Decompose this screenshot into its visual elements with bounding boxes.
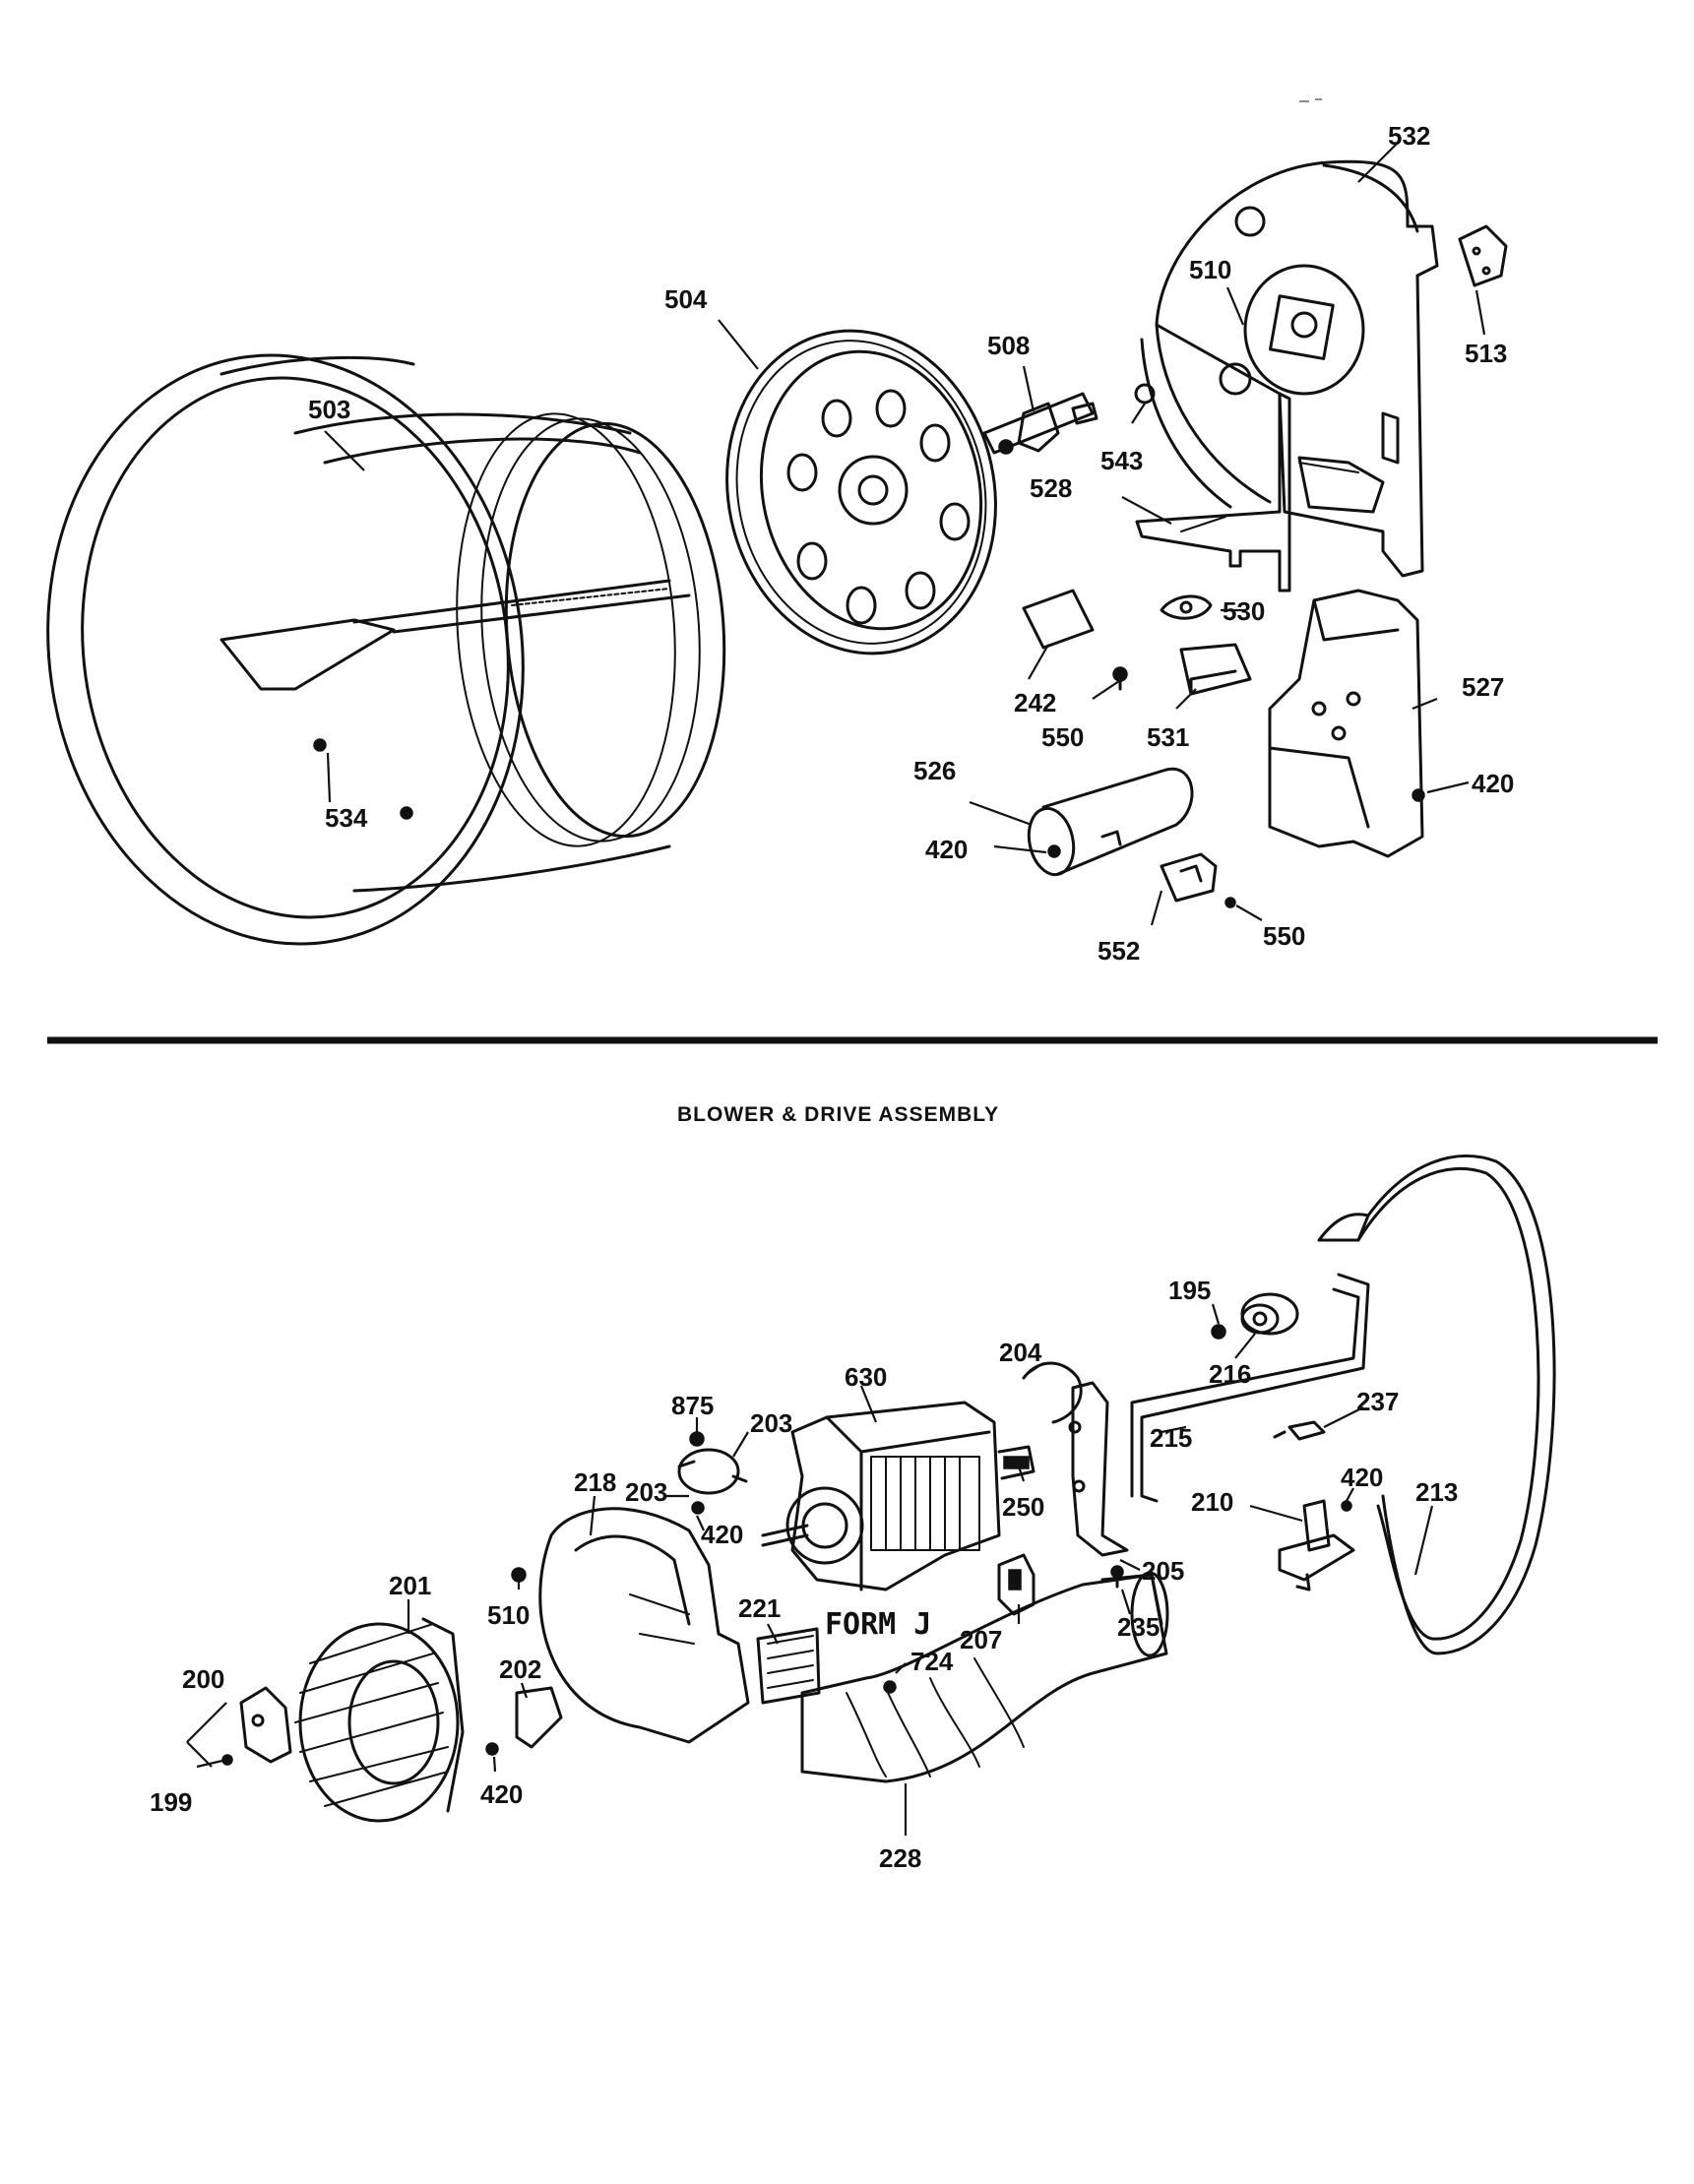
section-title: BLOWER & DRIVE ASSEMBLY bbox=[677, 1103, 999, 1126]
label-526: 526 bbox=[913, 756, 956, 785]
label-420: 420 bbox=[1472, 769, 1514, 798]
label-213: 213 bbox=[1415, 1477, 1458, 1507]
scan-mark bbox=[1299, 98, 1322, 102]
bracket-513 bbox=[1458, 224, 1508, 287]
label-199: 199 bbox=[150, 1787, 192, 1817]
label-228: 228 bbox=[879, 1843, 921, 1873]
label-204: 204 bbox=[999, 1338, 1042, 1367]
label-420: 420 bbox=[925, 835, 968, 864]
label-724: 724 bbox=[910, 1647, 954, 1676]
leaders-lower bbox=[186, 1303, 1434, 1836]
label-534: 534 bbox=[325, 803, 368, 833]
label-550: 550 bbox=[1263, 921, 1305, 951]
label-532: 532 bbox=[1388, 121, 1430, 151]
label-201: 201 bbox=[389, 1571, 431, 1600]
label-420: 420 bbox=[1341, 1463, 1383, 1492]
label-530: 530 bbox=[1223, 596, 1265, 626]
label-216: 216 bbox=[1209, 1359, 1251, 1389]
label-510: 510 bbox=[1189, 255, 1231, 284]
clip-221 bbox=[756, 1627, 821, 1705]
label-508: 508 bbox=[987, 331, 1030, 360]
label-527: 527 bbox=[1462, 672, 1504, 702]
label-552: 552 bbox=[1098, 936, 1140, 966]
label-200: 200 bbox=[182, 1664, 224, 1694]
label-550: 550 bbox=[1041, 722, 1084, 752]
label-503: 503 bbox=[308, 395, 350, 424]
label-531: 531 bbox=[1147, 722, 1189, 752]
label-218: 218 bbox=[574, 1467, 616, 1497]
spring-237 bbox=[1273, 1420, 1326, 1441]
label-875: 875 bbox=[671, 1391, 714, 1420]
label-210: 210 bbox=[1191, 1487, 1233, 1517]
motor-form-label: FORM J bbox=[825, 1607, 931, 1642]
label-221: 221 bbox=[738, 1593, 781, 1623]
leaders-upper bbox=[324, 142, 1486, 926]
blower-duct-218 bbox=[511, 1507, 750, 1744]
exhaust-duct-228 bbox=[800, 1571, 1169, 1783]
label-195: 195 bbox=[1168, 1276, 1211, 1305]
part-labels-lower: 195 216 237 215 420 210 213 204 630 875 … bbox=[150, 1276, 1458, 1873]
drum-rear-504 bbox=[725, 329, 997, 655]
blower-housing-527 bbox=[1268, 589, 1425, 858]
small-parts-lower-left bbox=[485, 1686, 563, 1756]
drive-motor-630 bbox=[761, 1401, 1035, 1591]
label-420: 420 bbox=[701, 1520, 743, 1549]
label-202: 202 bbox=[499, 1654, 541, 1684]
label-215: 215 bbox=[1150, 1423, 1192, 1453]
label-630: 630 bbox=[845, 1362, 887, 1392]
label-235: 235 bbox=[1117, 1612, 1160, 1642]
drum-503 bbox=[46, 353, 726, 946]
label-207: 207 bbox=[960, 1625, 1002, 1654]
clip-552 bbox=[1160, 852, 1236, 908]
label-510: 510 bbox=[487, 1600, 530, 1630]
idler-pulley-216 bbox=[1211, 1292, 1299, 1340]
idler-arm-215 bbox=[1130, 1273, 1370, 1503]
label-420: 420 bbox=[480, 1779, 523, 1809]
label-242: 242 bbox=[1014, 688, 1056, 718]
drive-belt-213 bbox=[1317, 1154, 1556, 1655]
label-250: 250 bbox=[1002, 1492, 1044, 1522]
bracket-200 bbox=[221, 1686, 292, 1766]
label-237: 237 bbox=[1356, 1387, 1399, 1416]
switch-210 bbox=[1278, 1499, 1355, 1591]
label-513: 513 bbox=[1465, 339, 1507, 368]
label-504: 504 bbox=[664, 284, 708, 314]
rear-bulkhead-532 bbox=[1140, 159, 1439, 578]
bearing-508 bbox=[982, 383, 1156, 455]
label-205: 205 bbox=[1142, 1556, 1184, 1586]
small-parts-upper bbox=[1022, 589, 1252, 696]
bracket-528 bbox=[1135, 392, 1291, 593]
motor-bracket-205 bbox=[1022, 1361, 1129, 1589]
part-labels-upper: 503 504 508 532 510 513 543 528 530 242 … bbox=[308, 121, 1514, 966]
label-203: 203 bbox=[750, 1408, 792, 1438]
blower-wheel-201 bbox=[294, 1617, 465, 1823]
label-528: 528 bbox=[1030, 473, 1072, 503]
clamp-203 bbox=[677, 1431, 748, 1515]
label-543: 543 bbox=[1100, 446, 1143, 475]
capacitor-526 bbox=[1027, 767, 1194, 877]
label-203: 203 bbox=[625, 1477, 667, 1507]
